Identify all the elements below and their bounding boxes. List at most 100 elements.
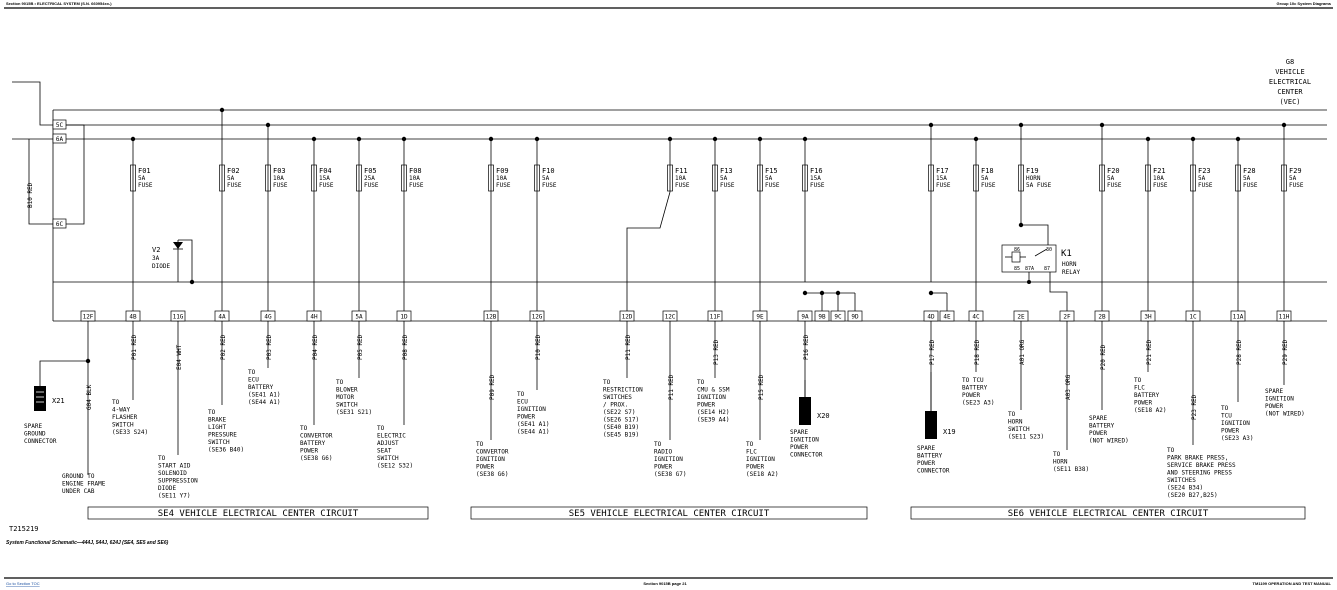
svg-text:SE6 VEHICLE ELECTRICAL CENTER: SE6 VEHICLE ELECTRICAL CENTER CIRCUIT	[1008, 509, 1209, 519]
svg-text:85: 85	[1014, 266, 1020, 272]
svg-text:SPARE: SPARE	[1265, 388, 1283, 395]
svg-text:F11: F11	[675, 167, 688, 175]
svg-text:LIGHT: LIGHT	[208, 424, 226, 431]
svg-text:BATTERY: BATTERY	[962, 385, 988, 392]
connector-9b: 9B	[814, 310, 830, 322]
svg-text:(SE41 A1): (SE41 A1)	[248, 392, 281, 399]
svg-text:(SE40 B19): (SE40 B19)	[603, 424, 639, 431]
toc-link[interactable]: Go to Section TOC	[6, 581, 40, 586]
svg-text:HORN: HORN	[1026, 175, 1041, 182]
svg-text:IGNITION: IGNITION	[746, 456, 775, 463]
junction-dot	[1235, 136, 1241, 142]
svg-text:TO: TO	[300, 425, 308, 432]
svg-text:5C: 5C	[56, 122, 64, 129]
wire-p20-red: P20 RED	[1100, 321, 1107, 410]
svg-text:TO: TO	[112, 399, 120, 406]
svg-text:P15 RED: P15 RED	[758, 374, 765, 400]
svg-text:POWER: POWER	[1134, 400, 1152, 407]
svg-text:5A: 5A	[981, 175, 989, 182]
svg-text:5A: 5A	[138, 175, 146, 182]
connector-12d: 12D	[619, 310, 635, 322]
svg-text:SWITCH: SWITCH	[336, 402, 358, 409]
svg-text:3H: 3H	[1144, 314, 1152, 321]
svg-text:P23 RED: P23 RED	[1191, 394, 1198, 420]
svg-text:FUSE: FUSE	[273, 182, 288, 189]
svg-text:P11 RED: P11 RED	[668, 374, 675, 400]
svg-text:(SE20 B27,B25): (SE20 B27,B25)	[1167, 492, 1218, 499]
connector-11h: 11H	[1276, 310, 1292, 322]
svg-text:2E: 2E	[1017, 314, 1025, 321]
svg-text:X20: X20	[817, 412, 830, 420]
junction-dot	[265, 122, 271, 128]
wire-p02-red: P02 RED	[220, 321, 227, 405]
svg-text:V2: V2	[152, 246, 160, 254]
svg-text:START AID: START AID	[158, 463, 191, 470]
svg-text:5A: 5A	[765, 175, 773, 182]
svg-text:(SE18 A2): (SE18 A2)	[1134, 407, 1167, 414]
svg-text:TO: TO	[377, 425, 385, 432]
junction-dot	[219, 107, 225, 113]
junction-dot	[534, 136, 540, 142]
svg-text:4A: 4A	[218, 314, 226, 321]
svg-text:TO: TO	[158, 455, 166, 462]
svg-text:5A: 5A	[720, 175, 728, 182]
junction-dot	[1281, 122, 1287, 128]
svg-text:POWER: POWER	[300, 448, 318, 455]
svg-text:DIODE: DIODE	[152, 263, 170, 270]
svg-text:(SE38 G6): (SE38 G6)	[300, 455, 333, 462]
svg-text:BATTERY: BATTERY	[300, 440, 326, 447]
svg-text:F05: F05	[364, 167, 377, 175]
svg-text:FUSE: FUSE	[675, 182, 690, 189]
junction-dot	[667, 136, 673, 142]
svg-text:/ PROX.: / PROX.	[603, 402, 628, 409]
junction-dot	[130, 136, 136, 142]
svg-text:5A: 5A	[1198, 175, 1206, 182]
svg-text:SWITCH: SWITCH	[208, 439, 230, 446]
svg-text:TO: TO	[1134, 377, 1142, 384]
svg-text:ECU: ECU	[517, 399, 528, 406]
svg-text:12F: 12F	[83, 314, 94, 321]
svg-text:F13: F13	[720, 167, 733, 175]
svg-text:PARK BRAKE PRESS,: PARK BRAKE PRESS,	[1167, 455, 1228, 462]
svg-text:SWITCHES: SWITCHES	[1167, 477, 1196, 484]
junction-dot	[311, 136, 317, 142]
svg-text:TO: TO	[603, 379, 611, 386]
svg-text:15A: 15A	[936, 175, 947, 182]
svg-text:11F: 11F	[710, 314, 721, 321]
f11-branch-wire	[626, 191, 671, 311]
svg-text:RESTRICTION: RESTRICTION	[603, 387, 643, 394]
svg-text:4-WAY: 4-WAY	[112, 407, 130, 414]
svg-text:TCU: TCU	[1221, 413, 1232, 420]
b10-wire-label: B10 RED	[27, 182, 34, 208]
svg-text:30: 30	[1046, 247, 1052, 253]
connector-9e: 9E	[752, 310, 768, 322]
svg-text:X19: X19	[943, 428, 956, 436]
svg-text:12C: 12C	[665, 314, 676, 321]
svg-text:SE5 VEHICLE ELECTRICAL CENTER: SE5 VEHICLE ELECTRICAL CENTER CIRCUIT	[569, 509, 770, 519]
svg-text:FLASHER: FLASHER	[112, 414, 138, 421]
wire-p18-red: P18 RED	[974, 321, 981, 372]
svg-text:TO: TO	[1008, 411, 1016, 418]
svg-text:11A: 11A	[1233, 314, 1244, 321]
svg-text:POWER: POWER	[1089, 430, 1107, 437]
svg-text:A03 ORG: A03 ORG	[1065, 374, 1072, 400]
svg-text:UNDER CAB: UNDER CAB	[62, 488, 95, 495]
svg-text:TO: TO	[476, 441, 484, 448]
connector-9-bridge	[802, 290, 856, 311]
wire-p21-red: P21 RED	[1146, 321, 1153, 372]
connector-9c: 9C	[830, 310, 846, 322]
connector-9a: 9A	[797, 310, 813, 322]
svg-text:F17: F17	[936, 167, 949, 175]
svg-text:(SE11 Y7): (SE11 Y7)	[158, 493, 191, 500]
